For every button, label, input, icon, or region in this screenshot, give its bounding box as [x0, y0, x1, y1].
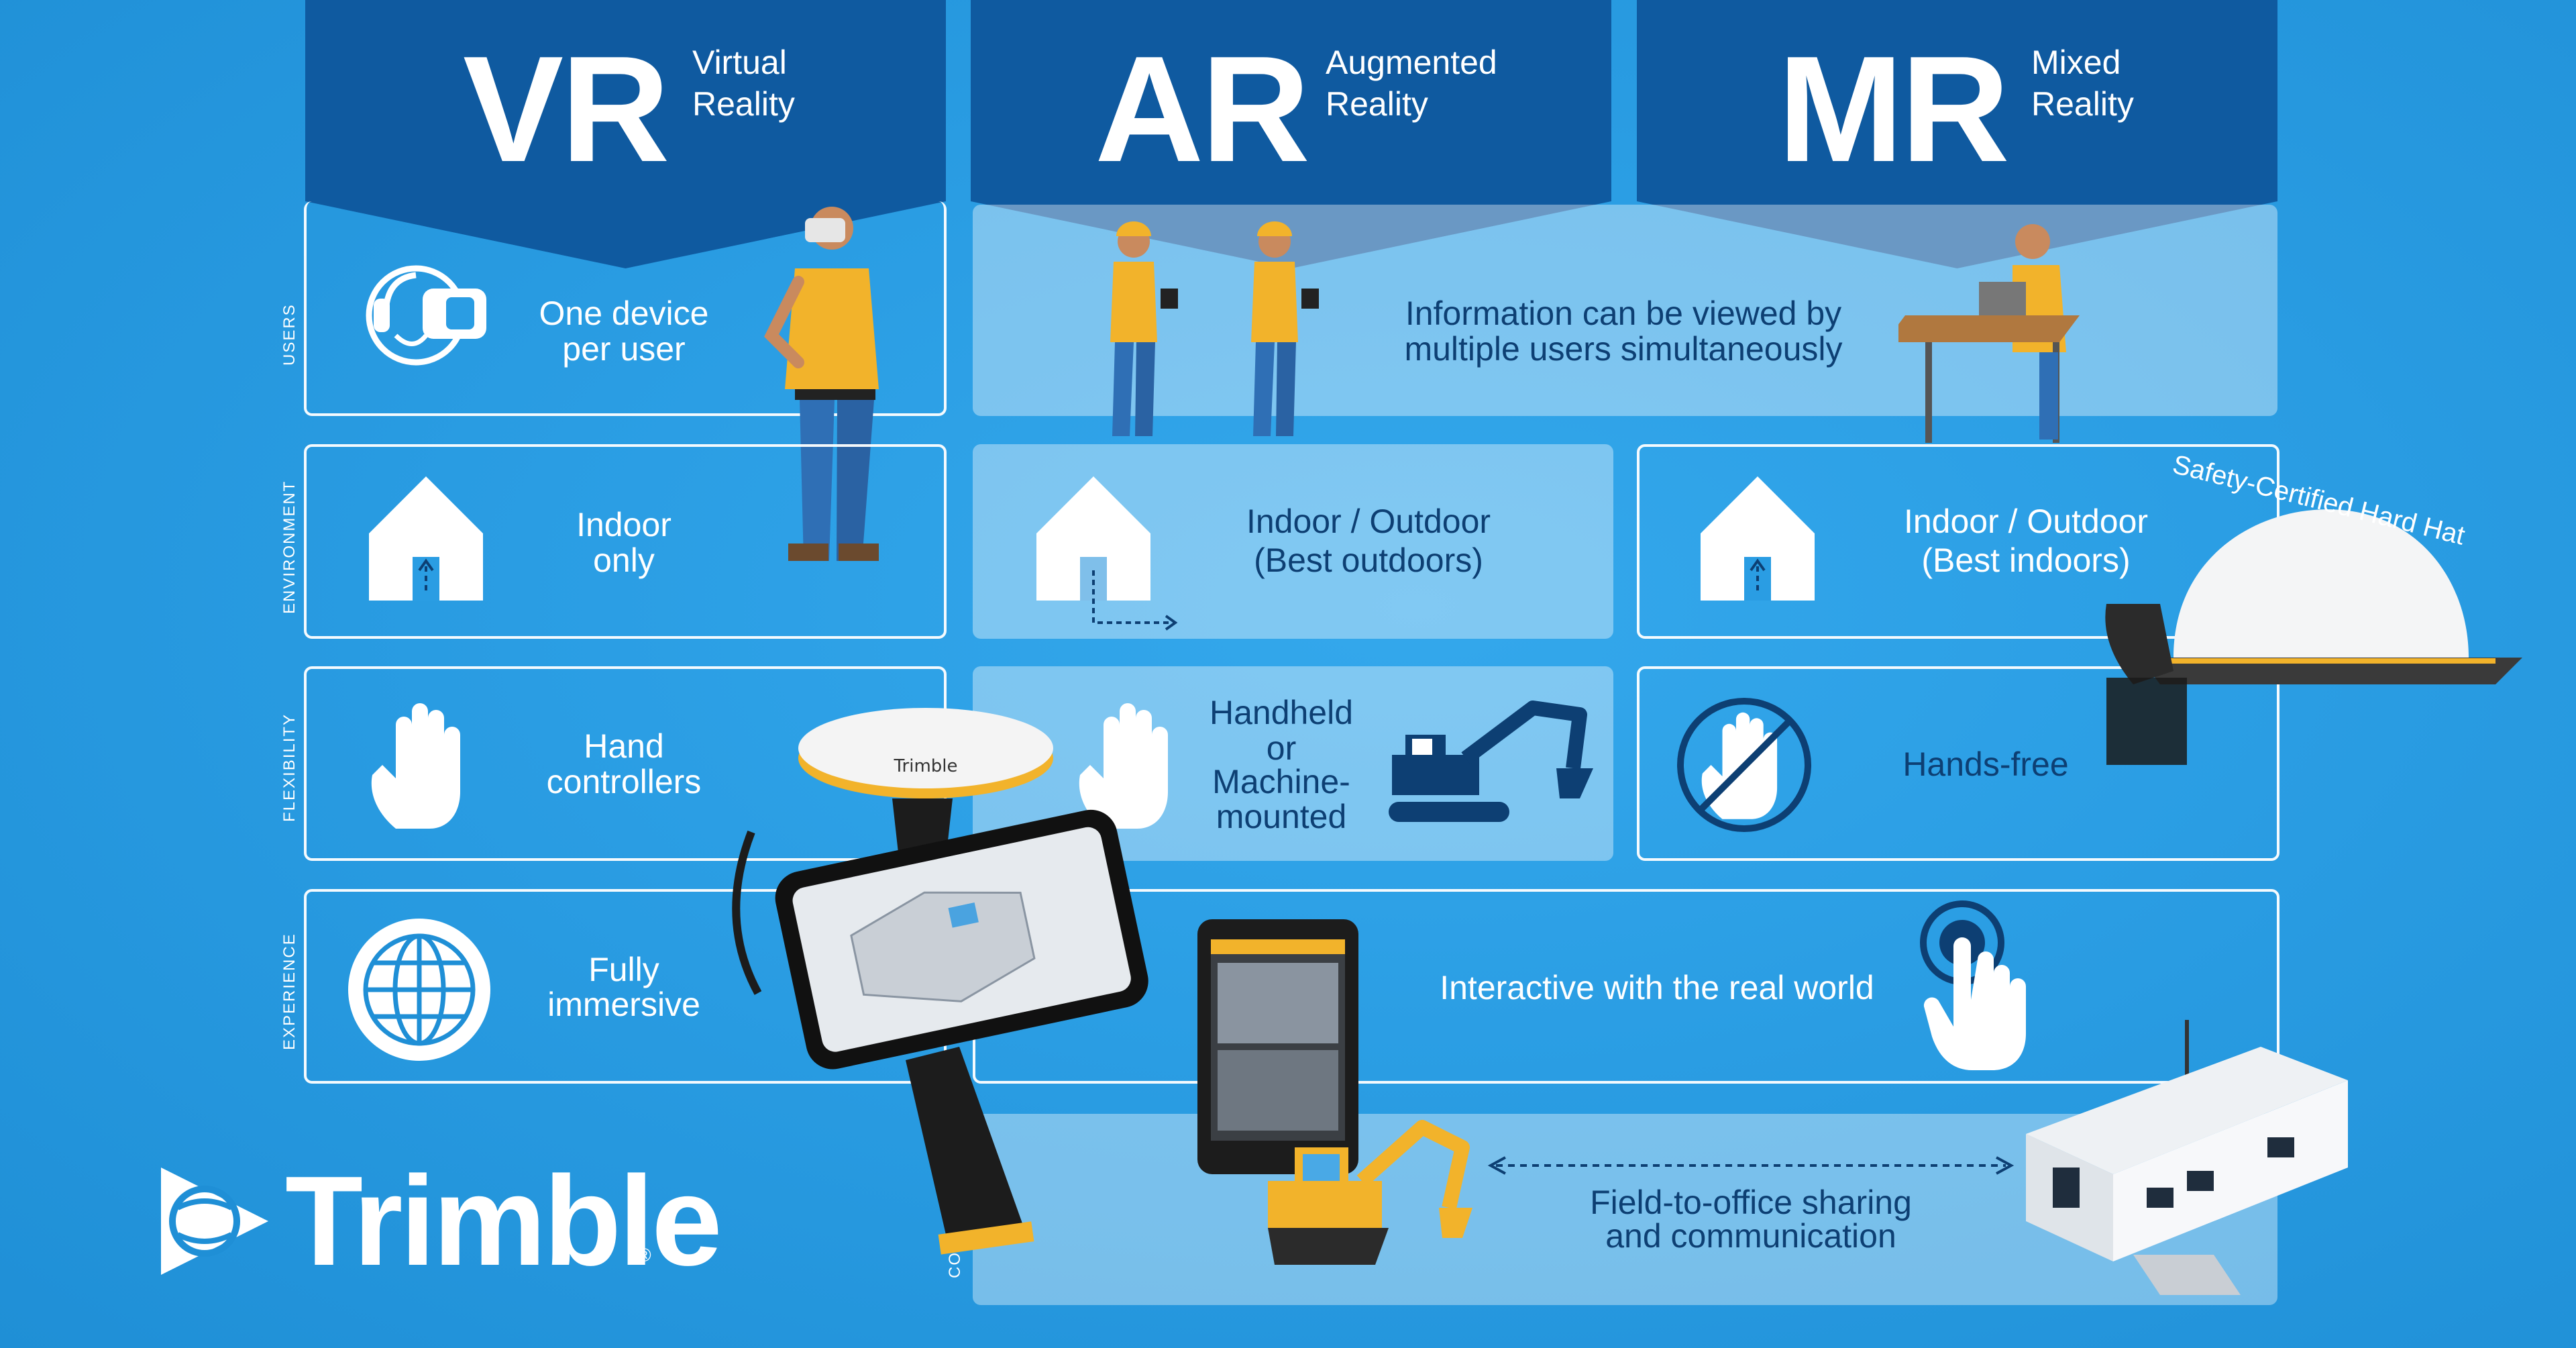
- ar-workers-illustration: [1110, 221, 1319, 436]
- flex-mr-box: [1637, 666, 2279, 861]
- house-icon: [369, 476, 483, 601]
- flex-ar-text-1: Handheld: [1209, 694, 1354, 731]
- env-vr-text-1: Indoor: [576, 506, 672, 543]
- mr-abbr: MR: [1778, 24, 2010, 193]
- vr-subtitle-2: Reality: [692, 85, 795, 123]
- yellow-excavator-illustration: [1268, 1120, 1472, 1265]
- vr-subtitle-1: Virtual: [692, 44, 787, 81]
- ar-abbr: AR: [1095, 24, 1310, 193]
- hand-icon: [1079, 703, 1168, 829]
- row-label-flexibility: FLEXIBILITY: [280, 713, 299, 822]
- trimble-logo-icon: [161, 1168, 268, 1275]
- mr-subtitle-2: Reality: [2031, 85, 2134, 123]
- touch-icon: [1920, 900, 2026, 1070]
- house-icon: [1036, 476, 1178, 631]
- mr-office-illustration: [1898, 224, 2080, 443]
- connectivity-text-2: and communication: [1605, 1217, 1896, 1255]
- flex-vr-text-1: Hand: [584, 727, 664, 765]
- hard-hat-illustration: [2105, 509, 2522, 765]
- env-mr-text-1: Indoor / Outdoor: [1903, 503, 2149, 540]
- vr-headset-icon: [366, 265, 486, 366]
- flex-ar-text-3: Machine-: [1212, 763, 1350, 800]
- users-armr-text-2: multiple users simultaneously: [1404, 330, 1843, 368]
- users-vr-text-2: per user: [562, 330, 686, 368]
- exp-vr-text-1: Fully: [588, 951, 659, 988]
- device-brand-mark: Trimble: [893, 756, 957, 776]
- handheld-ar-device: Trimble: [732, 708, 1148, 1255]
- env-ar-text-1: Indoor / Outdoor: [1246, 503, 1491, 540]
- no-hand-icon: [1677, 698, 1811, 832]
- flex-ar-text-2: or: [1266, 729, 1297, 767]
- flex-ar-text-4: mounted: [1216, 798, 1347, 835]
- site-office-illustration: [2026, 1020, 2348, 1295]
- row-label-experience: EXPERIENCE: [280, 933, 299, 1050]
- mr-subtitle-1: Mixed: [2031, 44, 2121, 81]
- flex-mr-text: Hands-free: [1902, 745, 2069, 783]
- connectivity-text-1: Field-to-office sharing: [1590, 1184, 1912, 1221]
- ar-subtitle-1: Augmented: [1326, 44, 1497, 81]
- env-vr-text-2: only: [593, 541, 655, 579]
- env-ar-text-2: (Best outdoors): [1254, 541, 1483, 579]
- hand-icon: [371, 703, 460, 829]
- exp-vr-text-2: immersive: [547, 986, 700, 1023]
- trimble-registered-mark: ®: [637, 1245, 651, 1265]
- env-vr-box: [304, 444, 947, 639]
- row-label-environment: ENVIRONMENT: [280, 480, 299, 614]
- ar-subtitle-2: Reality: [1326, 85, 1428, 123]
- exp-armr-text: Interactive with the real world: [1440, 969, 1874, 1006]
- connectivity-arrow: [1487, 1156, 2015, 1175]
- flex-vr-text-2: controllers: [546, 763, 702, 800]
- users-vr-text-1: One device: [539, 295, 709, 332]
- field-tablet-device: [1197, 919, 1358, 1174]
- vr-user-illustration: [764, 207, 879, 561]
- excavator-icon: [1389, 701, 1593, 822]
- mr-header: [1637, 0, 2277, 268]
- house-icon: [1701, 476, 1815, 601]
- users-armr-text-1: Information can be viewed by: [1405, 295, 1842, 332]
- env-mr-text-2: (Best indoors): [1921, 541, 2131, 579]
- row-label-users: USERS: [280, 303, 299, 366]
- trimble-logo-text: Trimble: [285, 1150, 722, 1292]
- users-vr-box: [304, 201, 947, 416]
- vr-abbr: VR: [463, 24, 670, 193]
- globe-icon: [348, 919, 490, 1061]
